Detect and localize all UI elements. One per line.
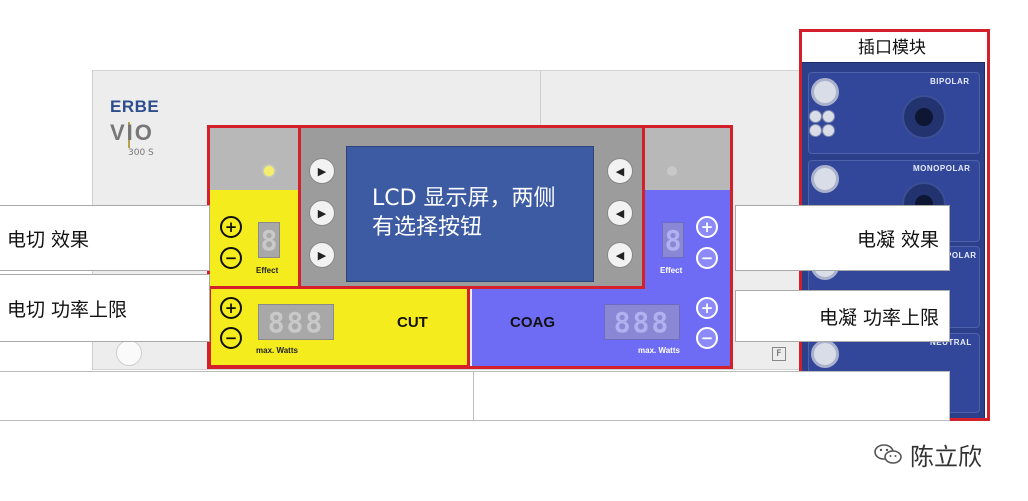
cut-watts-display: 888 (258, 304, 334, 340)
play-right-icon: ▶ (317, 206, 327, 220)
mini-socket-icon (809, 124, 822, 137)
model-sub: 300 S (128, 148, 154, 158)
callout-cut-effect: 电切 效果 (0, 205, 210, 271)
coag-indicator-area (643, 128, 730, 190)
coag-watts-display: 888 (604, 304, 680, 340)
cut-led (264, 166, 274, 176)
coag-watts-label: max. Watts (638, 346, 680, 355)
coag-effect-display: 8 (662, 222, 684, 258)
cut-effect-display: 8 (258, 222, 280, 258)
cut-mode-label: CUT (397, 314, 428, 331)
cut-watts-plus-button[interactable]: + (220, 297, 242, 319)
port-name-monopolar: MONOPOLAR (913, 164, 971, 173)
lcd-right-button-1[interactable]: ◀ (607, 158, 633, 184)
plus-icon: + (700, 217, 714, 236)
cut-indicator-area (210, 128, 298, 190)
coag-watts-minus-button[interactable]: − (696, 327, 718, 349)
play-right-icon: ▶ (317, 248, 327, 262)
lcd-left-button-1[interactable]: ▶ (309, 158, 335, 184)
coag-effect-minus-button[interactable]: − (696, 247, 718, 269)
plus-icon: + (224, 217, 238, 236)
minus-icon: − (224, 248, 238, 267)
play-left-icon: ◀ (615, 206, 625, 220)
lcd-label: LCD 显示屏，两侧有选择按钮 (372, 186, 556, 240)
brand-logo: ERBE (110, 97, 160, 116)
socket-core-icon (915, 108, 933, 126)
port-knob-monopolar[interactable] (811, 165, 839, 193)
play-left-icon: ◀ (615, 164, 625, 178)
cut-effect-label: Effect (256, 266, 279, 275)
callout-cut-power: 电切 功率上限 (0, 274, 210, 342)
port-name-polar: POLAR (946, 251, 977, 260)
mini-socket-icon (822, 124, 835, 137)
coag-effect-label: Effect (660, 266, 683, 275)
model-name: VIO (110, 120, 154, 145)
callout-cut-effect-text: 电切 效果 (7, 228, 90, 251)
plus-icon: + (700, 298, 714, 317)
empty-box-right (473, 371, 950, 421)
port-name-neutral: NEUTRAL (930, 338, 972, 347)
housing-seam (540, 70, 541, 130)
callout-coag-effect: 电凝 效果 (735, 205, 950, 271)
mini-socket-icon (822, 110, 835, 123)
wechat-icon (874, 444, 902, 464)
cut-watts-label: max. Watts (256, 346, 298, 355)
callout-cut-power-text: 电切 功率上限 (7, 298, 128, 321)
module-label: 插口模块 (858, 38, 926, 58)
port-name-bipolar: BIPOLAR (930, 77, 970, 86)
play-left-icon: ◀ (615, 248, 625, 262)
minus-icon: − (700, 328, 714, 347)
cut-effect-minus-button[interactable]: − (220, 247, 242, 269)
watermark-text: 陈立欣 (910, 443, 982, 471)
power-knob[interactable] (116, 340, 142, 366)
bipolar-mini-sockets (809, 110, 839, 140)
plus-icon: + (224, 298, 238, 317)
play-right-icon: ▶ (317, 164, 327, 178)
callout-coag-power-text: 电凝 功率上限 (818, 306, 939, 329)
lcd-left-button-3[interactable]: ▶ (309, 242, 335, 268)
model-bar (128, 122, 130, 148)
panel-highlight-frame (207, 125, 733, 369)
callout-coag-power: 电凝 功率上限 (735, 290, 950, 342)
cut-effect-plus-button[interactable]: + (220, 216, 242, 238)
coag-led (667, 166, 677, 176)
lcd-right-button-2[interactable]: ◀ (607, 200, 633, 226)
coag-effect-plus-button[interactable]: + (696, 216, 718, 238)
coag-mode-label: COAG (510, 314, 555, 331)
cut-watts-minus-button[interactable]: − (220, 327, 242, 349)
socket-bipolar[interactable] (902, 95, 946, 139)
minus-icon: − (700, 248, 714, 267)
lcd-screen (346, 146, 594, 282)
mini-socket-icon (809, 110, 822, 123)
f-badge: F (772, 347, 786, 361)
lcd-left-button-2[interactable]: ▶ (309, 200, 335, 226)
lcd-right-button-3[interactable]: ◀ (607, 242, 633, 268)
empty-box-left (0, 371, 474, 421)
port-knob-bipolar[interactable] (811, 78, 839, 106)
callout-coag-effect-text: 电凝 效果 (856, 228, 939, 251)
minus-icon: − (224, 328, 238, 347)
coag-watts-plus-button[interactable]: + (696, 297, 718, 319)
